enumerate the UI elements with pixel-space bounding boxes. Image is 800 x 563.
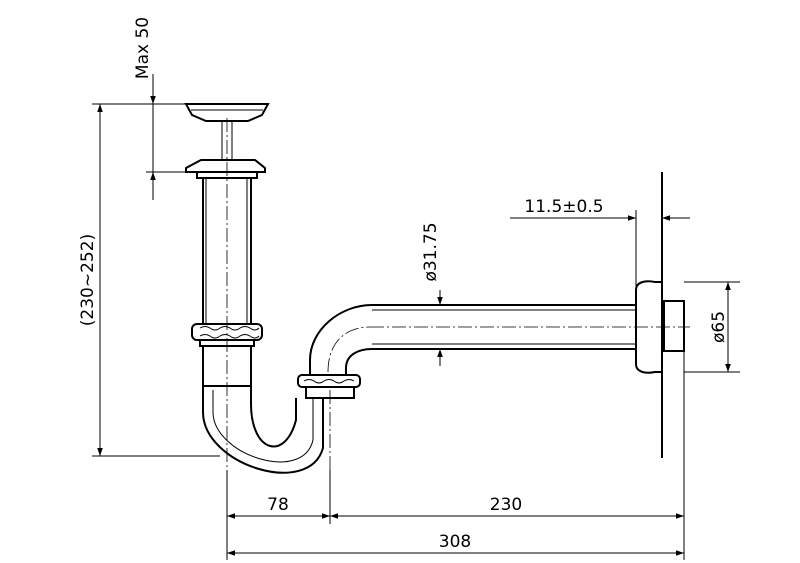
trap-bend xyxy=(202,386,324,474)
height-range-label: (230~252) xyxy=(78,234,98,326)
wall-flange xyxy=(635,280,685,374)
lower-slip-nut xyxy=(297,374,361,399)
center-lines xyxy=(226,118,690,500)
max-stroke-label: Max 50 xyxy=(133,17,153,79)
flange-offset-label: 11.5±0.5 xyxy=(524,197,603,217)
tailpiece xyxy=(202,178,252,324)
sink-flange xyxy=(185,159,266,179)
dimension-lines xyxy=(97,74,731,556)
pipe-diameter-label: ø31.75 xyxy=(421,222,441,281)
trap-width-label: 78 xyxy=(267,495,289,515)
drain-plug xyxy=(184,103,270,160)
horizontal-length-label: 230 xyxy=(490,495,522,515)
elbow-arm xyxy=(309,304,636,375)
flange-diameter-label: ø65 xyxy=(709,311,729,343)
total-length-label: 308 xyxy=(439,532,471,552)
